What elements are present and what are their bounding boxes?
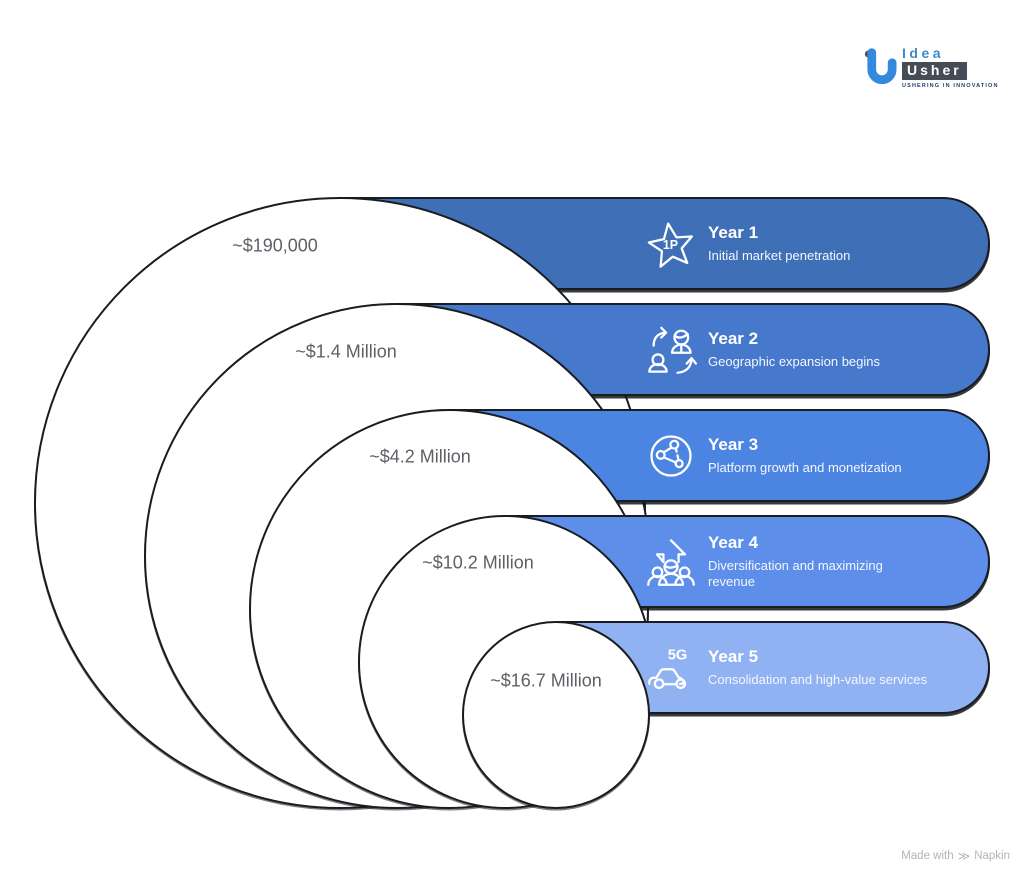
year1-title: Year 1 (708, 222, 759, 242)
globe-network-icon (645, 430, 697, 482)
napkin-brand: Napkin (974, 850, 1010, 862)
revenue-value-year1: ~$190,000 (232, 235, 318, 256)
made-with-label: Made with (901, 850, 954, 862)
logo-usher-text: Usher (902, 62, 967, 80)
year3-description: Platform growth and monetization (708, 459, 902, 475)
star-badge-icon: 1P (645, 218, 697, 270)
revenue-circle-year5 (462, 621, 650, 809)
svg-text:5G: 5G (668, 647, 688, 663)
logo-tagline: USHERING IN INNOVATION (902, 82, 999, 89)
made-with-napkin: Made with ≫ Napkin (901, 850, 1010, 862)
revenue-value-year4: ~$10.2 Million (422, 552, 534, 573)
year2-title: Year 2 (708, 328, 759, 348)
year4-title: Year 4 (708, 532, 759, 552)
revenue-value-year3: ~$4.2 Million (369, 446, 471, 467)
revenue-value-year2: ~$1.4 Million (295, 341, 397, 362)
logo-idea-text: Idea (902, 45, 945, 61)
year5-title: Year 5 (708, 646, 759, 666)
svg-text:1P: 1P (663, 237, 678, 251)
year4-description: Diversification and maximizing revenue (708, 557, 883, 589)
napkin-icon: ≫ (957, 849, 971, 863)
year3-title: Year 3 (708, 434, 759, 454)
idea-usher-logo: Idea Usher USHERING IN INNOVATION (864, 46, 999, 96)
people-exchange-icon (645, 324, 697, 376)
idea-usher-u-icon (864, 46, 897, 96)
year5-description: Consolidation and high-value services (708, 671, 927, 687)
revenue-value-year5: ~$16.7 Million (490, 670, 602, 691)
year2-description: Geographic expansion begins (708, 353, 881, 369)
car-5g-icon: 5G (645, 642, 697, 694)
team-growth-icon (645, 536, 697, 588)
year1-description: Initial market penetration (708, 247, 851, 263)
